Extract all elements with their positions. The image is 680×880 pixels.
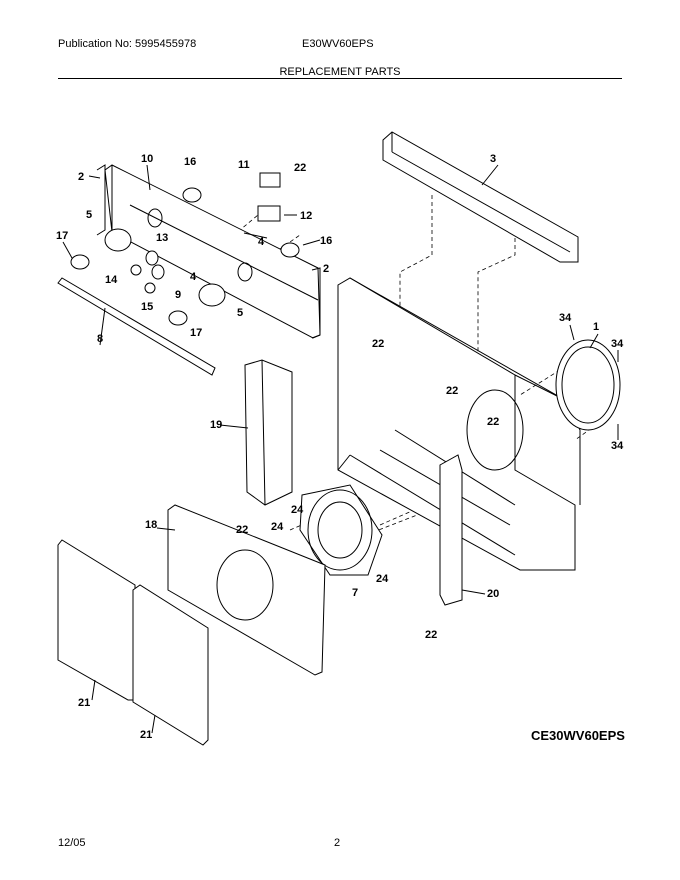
callout-label: 22 [372,338,384,350]
callout-label: 9 [175,289,181,301]
part-side-panel [439,454,463,606]
footer-date: 12/05 [58,837,86,849]
callout-label: 22 [425,629,437,641]
callout-label: 34 [611,338,624,350]
model-number: E30WV60EPS [302,38,374,50]
part-knobs [182,187,300,258]
footer-page-number: 2 [334,837,341,849]
callout-label: 8 [97,333,103,345]
callout-label: 22 [294,162,306,174]
part-lamp-sockets [70,228,226,326]
callout-label: 17 [56,230,68,242]
publication-number: Publication No: 5995455978 [58,38,197,50]
callout-label: 4 [258,236,265,248]
callout-label: 14 [105,274,118,286]
header-rule [58,78,622,79]
callout-label: 7 [352,587,358,599]
part-duct-panel [244,359,293,506]
section-title: REPLACEMENT PARTS [279,66,401,78]
part-housing [337,277,581,571]
callout-label: 10 [141,153,153,165]
part-filters [57,539,209,746]
callout-label: 16 [320,235,332,247]
callout-label: 19 [210,419,222,431]
callout-label: 5 [86,209,92,221]
callout-label: 4 [190,271,197,283]
callout-label: 34 [559,312,572,324]
callout-label: 24 [376,573,389,585]
part-fan-ring [555,339,621,431]
leader-lines [62,164,619,734]
callout-label: 21 [78,697,90,709]
callout-label: 2 [323,263,329,275]
callout-label: 12 [300,210,312,222]
part-mounting-plate [167,504,326,676]
callout-label: 1 [593,321,599,333]
callout-label: 34 [611,440,624,452]
part-side-bracket [96,164,321,339]
part-trim-channel [382,131,579,263]
part-switches [257,172,281,222]
callout-label: 22 [487,416,499,428]
callout-label: 3 [490,153,496,165]
callout-label: 15 [141,301,153,313]
callout-labels: 1 2 2 3 4 4 5 5 7 8 9 10 11 12 13 14 15 … [56,153,624,741]
callout-label: 2 [78,171,84,183]
callout-label: 11 [238,159,250,171]
callout-label: 20 [487,588,499,600]
callout-label: 17 [190,327,202,339]
callout-label: 24 [291,504,304,516]
callout-label: 16 [184,156,196,168]
callout-label: 21 [140,729,152,741]
callout-label: 18 [145,519,157,531]
diagram-model-label: CE30WV60EPS [531,728,625,743]
callout-label: 24 [271,521,284,533]
callout-label: 5 [237,307,243,319]
callout-label: 13 [156,232,168,244]
part-blower [299,484,383,576]
part-lower-strip [57,277,216,376]
callout-label: 22 [236,524,248,536]
callout-label: 22 [446,385,458,397]
